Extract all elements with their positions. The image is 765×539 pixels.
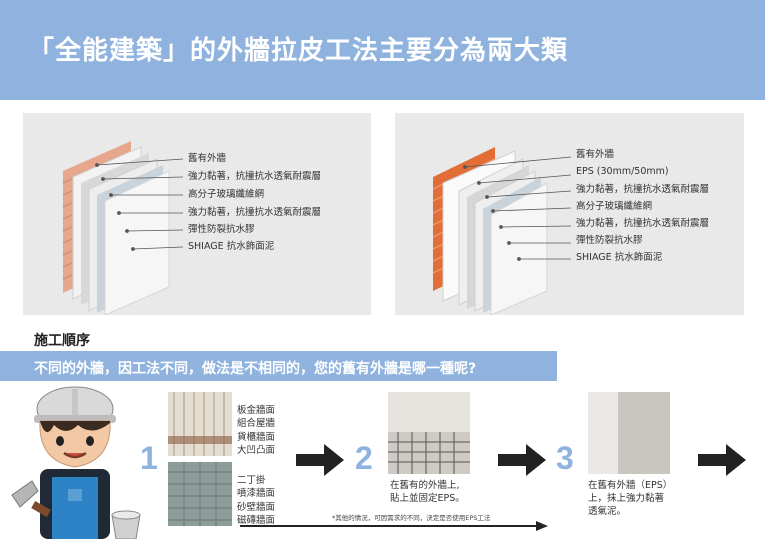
wall-type-label: 板金牆面 — [237, 405, 276, 416]
layer-label: SHIAGE 抗水飾面泥 — [576, 252, 663, 263]
wall-type-label: 砂壁牆面 — [237, 501, 276, 513]
page-title: 「全能建築」的外牆拉皮工法主要分為兩大類 — [28, 36, 569, 66]
layer-label: 舊有外牆 — [576, 149, 615, 160]
caption-line: 貼上並固定EPS。 — [390, 492, 465, 504]
wall-photo-metal — [168, 392, 232, 456]
layer-label: 彈性防裂抗水膠 — [576, 235, 643, 246]
caption-line: 上，抹上強力黏著 — [588, 492, 665, 504]
wall-type-label: 貨櫃牆面 — [237, 431, 276, 443]
wall-type-label: 二丁掛 — [237, 475, 266, 486]
footnote: *其他的情況，可因需求的不同，決定是否使用EPS工法 — [332, 514, 491, 522]
layer-label: 高分子玻璃纖維網 — [188, 189, 265, 200]
step3-caption: 在舊有外牆（EPS） 上，抹上強力黏著 透氣泥。 — [588, 480, 672, 518]
step2-caption: 在舊有的外牆上, 貼上並固定EPS。 — [390, 480, 465, 506]
layer-label: 強力黏著，抗撞抗水透氣耐震層 — [576, 218, 710, 229]
layer-diagram-standard — [62, 141, 184, 315]
step-number: 3 — [556, 440, 574, 476]
wall-type-label: 磁磚牆面 — [237, 514, 276, 526]
question-band: 不同的外牆，因工法不同，做法是不相同的，您的舊有外牆是哪一種呢? — [0, 351, 557, 381]
panel-method-standard: 舊有外牆 強力黏著，抗撞抗水透氣耐震層 高分子玻璃纖維網 強力黏著，抗撞抗水透氣… — [23, 113, 371, 315]
wall-type-label: 噴漆牆面 — [237, 488, 276, 500]
apron — [52, 477, 98, 539]
step2-photo — [388, 392, 470, 474]
wall-types-a: 板金牆面 組合屋牆 貨櫃牆面 大凹凸面 — [237, 404, 275, 457]
caption-line: 透氣泥。 — [588, 505, 627, 517]
step3-photo — [588, 392, 670, 474]
layer-label: 強力黏著，抗撞抗水透氣耐震層 — [188, 171, 322, 182]
section-title-process: 施工順序 — [34, 333, 90, 349]
layer-diagram-eps — [432, 147, 572, 315]
footnote-arrow-icon — [240, 521, 548, 531]
caption-line: 在舊有的外牆上, — [390, 480, 460, 491]
worker-illustration — [11, 386, 141, 539]
panel-method-eps: 舊有外牆 EPS (30mm/50mm) 強力黏著，抗撞抗水透氣耐震層 高分子玻… — [395, 113, 744, 315]
trowel-icon — [11, 480, 39, 508]
wall-photo-tile — [168, 462, 232, 526]
arrow-right-icon — [296, 444, 344, 476]
layer-label: 強力黏著，抗撞抗水透氣耐震層 — [576, 184, 710, 195]
header-banner: 「全能建築」的外牆拉皮工法主要分為兩大類 — [0, 0, 765, 100]
arrow-right-icon — [698, 444, 746, 476]
layer-label: 彈性防裂抗水膠 — [188, 224, 255, 235]
caption-line: 在舊有外牆（EPS） — [588, 480, 673, 491]
layer-label: 舊有外牆 — [188, 153, 227, 164]
wall-type-label: 大凹凸面 — [237, 444, 276, 456]
layer-label: SHIAGE 抗水飾面泥 — [188, 241, 275, 252]
wall-types-b: 二丁掛 噴漆牆面 砂壁牆面 磁磚牆面 — [237, 474, 275, 527]
layer-label: 高分子玻璃纖維網 — [576, 201, 653, 212]
question-text: 不同的外牆，因工法不同，做法是不相同的，您的舊有外牆是哪一種呢? — [34, 361, 477, 377]
wall-type-label: 組合屋牆 — [237, 418, 276, 430]
arrow-right-icon — [498, 444, 546, 476]
step-number: 1 — [140, 440, 158, 476]
layer-label: EPS (30mm/50mm) — [576, 166, 669, 177]
layer-finish — [104, 170, 170, 315]
step-number: 2 — [355, 440, 373, 476]
layer-label: 強力黏著，抗撞抗水透氣耐震層 — [188, 207, 322, 218]
